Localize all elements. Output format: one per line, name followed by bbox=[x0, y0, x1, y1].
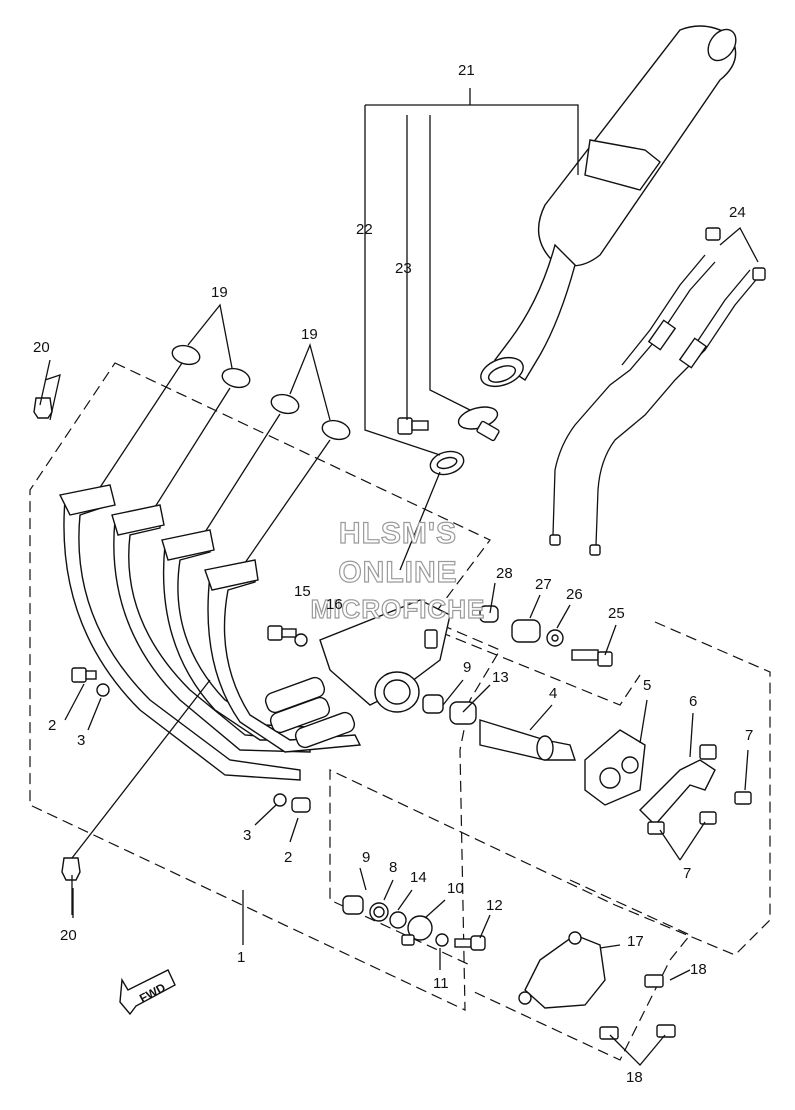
callout-2a: 2 bbox=[48, 717, 56, 734]
washer-11[interactable] bbox=[435, 933, 449, 947]
stud-20a[interactable] bbox=[33, 374, 61, 421]
bolt-15[interactable] bbox=[267, 625, 297, 641]
muffler-gasket[interactable] bbox=[428, 448, 467, 478]
callout-1: 1 bbox=[237, 949, 245, 966]
washer-26[interactable] bbox=[546, 629, 564, 647]
callout-19a: 19 bbox=[211, 284, 228, 301]
callout-15: 15 bbox=[294, 583, 311, 600]
washer-3a[interactable] bbox=[96, 683, 110, 697]
watermark: HLSM'S ONLINE MICROFICHE bbox=[310, 516, 486, 624]
servo-assembly-outline bbox=[329, 621, 771, 966]
callout-9a: 9 bbox=[463, 659, 471, 676]
callout-28: 28 bbox=[496, 565, 513, 582]
bracket-19a bbox=[187, 303, 233, 369]
callout-6: 6 bbox=[689, 693, 697, 710]
stud-20b[interactable] bbox=[61, 857, 81, 881]
callout-12: 12 bbox=[486, 897, 503, 914]
exhaust-valve-4[interactable] bbox=[479, 719, 576, 761]
damper-27[interactable] bbox=[511, 619, 541, 643]
bolt-2a[interactable] bbox=[71, 667, 97, 683]
callout-23: 23 bbox=[395, 260, 412, 277]
callout-21: 21 bbox=[458, 62, 475, 79]
forward-direction-arrow: FWD bbox=[119, 969, 176, 1016]
callout-25: 25 bbox=[608, 605, 625, 622]
svg-text:HLSM'S: HLSM'S bbox=[339, 517, 457, 550]
callout-22: 22 bbox=[356, 221, 373, 238]
pulley-5[interactable] bbox=[584, 729, 646, 806]
callout-19b: 19 bbox=[301, 326, 318, 343]
callout-17: 17 bbox=[627, 933, 644, 950]
callout-7b: 7 bbox=[683, 865, 691, 882]
callout-27: 27 bbox=[535, 576, 552, 593]
bracket-19b bbox=[289, 342, 331, 421]
oring-8[interactable] bbox=[369, 902, 389, 922]
bolt-25[interactable] bbox=[571, 649, 613, 667]
callout-3a: 3 bbox=[77, 732, 85, 749]
callout-2b: 2 bbox=[284, 849, 292, 866]
lever-6[interactable] bbox=[639, 744, 717, 827]
muffler[interactable] bbox=[477, 24, 742, 392]
callout-9b: 9 bbox=[362, 849, 370, 866]
callout-4: 4 bbox=[549, 685, 557, 702]
callout-10: 10 bbox=[447, 880, 464, 897]
callout-16: 16 bbox=[326, 596, 343, 613]
callout-20a: 20 bbox=[33, 339, 50, 356]
callout-26: 26 bbox=[566, 586, 583, 603]
bracket-21-22-23 bbox=[364, 88, 579, 456]
callout-7a: 7 bbox=[745, 727, 753, 744]
muffler-bolt[interactable] bbox=[397, 417, 429, 435]
exhaust-header-pipes[interactable] bbox=[58, 484, 451, 781]
servo-cover-17[interactable] bbox=[518, 931, 606, 1009]
washer-16[interactable] bbox=[294, 633, 308, 647]
gasket-guide-lines bbox=[94, 362, 441, 571]
cover-assembly-outline bbox=[469, 879, 691, 1061]
header-assembly-outline bbox=[29, 362, 501, 1011]
callout-5: 5 bbox=[643, 677, 651, 694]
callout-14: 14 bbox=[410, 869, 427, 886]
exhaust-cable-1[interactable] bbox=[549, 227, 721, 546]
svg-text:MICROFICHE: MICROFICHE bbox=[311, 594, 486, 624]
bush-28[interactable] bbox=[479, 605, 499, 623]
collar-9b[interactable] bbox=[342, 895, 364, 915]
damper-13[interactable] bbox=[449, 701, 477, 725]
bolt-12[interactable] bbox=[454, 935, 486, 951]
callout-13: 13 bbox=[492, 669, 509, 686]
screw-7a[interactable] bbox=[734, 791, 752, 805]
callout-8: 8 bbox=[389, 859, 397, 876]
callout-11: 11 bbox=[433, 975, 449, 992]
collar-9a[interactable] bbox=[422, 694, 444, 714]
oring-14[interactable] bbox=[389, 911, 407, 929]
svg-text:ONLINE: ONLINE bbox=[338, 556, 457, 589]
callout-18a: 18 bbox=[690, 961, 707, 978]
stud-20b-guide bbox=[71, 679, 211, 859]
bracket-24 bbox=[719, 226, 759, 263]
exhaust-cable-2[interactable] bbox=[589, 267, 766, 556]
washer-3b[interactable] bbox=[273, 793, 287, 807]
callout-3b: 3 bbox=[243, 827, 251, 844]
muffler-clamp[interactable] bbox=[456, 403, 500, 442]
shaft-10[interactable] bbox=[401, 915, 433, 946]
leader-lines bbox=[39, 359, 749, 1066]
damper-outline bbox=[439, 631, 641, 706]
bolt-2b[interactable] bbox=[291, 797, 311, 813]
callout-18b: 18 bbox=[626, 1069, 643, 1086]
callout-24: 24 bbox=[729, 204, 746, 221]
callout-20b: 20 bbox=[60, 927, 77, 944]
header-gaskets[interactable] bbox=[170, 343, 352, 443]
screws-18[interactable] bbox=[599, 974, 676, 1040]
